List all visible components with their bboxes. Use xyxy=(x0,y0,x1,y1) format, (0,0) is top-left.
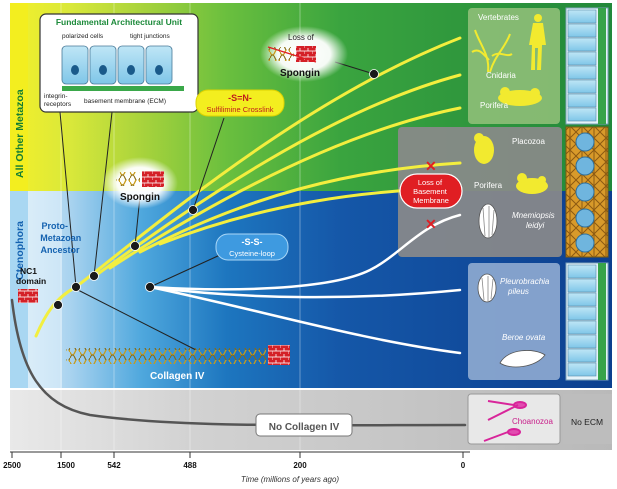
label-porifera-top: Porifera xyxy=(480,101,509,110)
node-loss-spongin xyxy=(369,69,379,79)
svg-text:NC1 domain: NC1 domain xyxy=(16,266,46,286)
branch-mnemiopsis xyxy=(148,213,462,291)
mesoglea-strip xyxy=(565,126,609,258)
label-pleurobrachia: Pleurobrachia pileus xyxy=(500,277,552,296)
porifera-silhouette-mid xyxy=(516,173,548,194)
tick-542: 542 xyxy=(107,461,121,470)
label-beroe: Beroe ovata xyxy=(502,333,546,342)
no-collagen-iv: No Collagen IV xyxy=(255,413,353,437)
tick-1500: 1500 xyxy=(57,461,75,470)
loss-x-mark-1: ✕ xyxy=(425,158,437,174)
branch-beroe xyxy=(148,285,462,355)
no-ecm-label: No ECM xyxy=(571,417,603,427)
choanozoa-panel xyxy=(467,393,561,445)
loss-x-mark-2: ✕ xyxy=(425,216,437,232)
proto-metazoan-stem xyxy=(34,285,78,338)
branch-vertebrates xyxy=(74,36,462,289)
no-ecm-box xyxy=(563,394,612,444)
epithelium-strip-bottom xyxy=(565,262,609,381)
cnidaria-silhouette xyxy=(471,29,513,73)
svg-text:Loss of Basement M: Loss of Basement Membrane xyxy=(413,178,449,205)
spongin-mid-label: Spongin xyxy=(120,192,160,203)
tick-488: 488 xyxy=(183,461,197,470)
bm-loss-panel xyxy=(398,127,562,257)
tick-200: 200 xyxy=(293,461,307,470)
spongin-mid: Spongin xyxy=(102,157,178,209)
collagen-label: Collagen IV xyxy=(150,371,205,382)
branch-porifera-top xyxy=(108,106,462,270)
node-disulfide xyxy=(145,282,155,292)
sidebar-other-metazoa-label: All Other Metazoa xyxy=(14,89,26,178)
axis-label: Time (millions of years ago) xyxy=(241,475,340,484)
loss-basement-membrane: Loss of Basement Membrane ✕ ✕ xyxy=(399,158,463,232)
porifera-silhouette-top xyxy=(498,87,542,106)
sidebar-other-metazoa xyxy=(10,3,28,191)
pleurobrachia-silhouette xyxy=(477,273,497,303)
fau-bm-label: basement membrane (ECM) xyxy=(84,98,166,105)
fau-title: Fundamental Architectural Unit xyxy=(56,17,182,27)
fau-inset: Fundamental Architectural Unit polarized… xyxy=(39,13,199,113)
node-nc1 xyxy=(53,300,63,310)
svg-text:Proto- Metazoan An: Proto- Metazoan Ancestor xyxy=(40,221,84,255)
disulfide-name: Cysteine-loop xyxy=(229,249,275,258)
label-cnidaria: Cnidaria xyxy=(486,71,516,80)
proto-ancestor-label: Proto- Metazoan Ancestor xyxy=(40,221,84,255)
nc1-domain: NC1 domain xyxy=(16,266,46,303)
tick-0: 0 xyxy=(461,461,466,470)
spongin-top-label: Spongin xyxy=(280,68,320,79)
branch-placozoa xyxy=(138,161,462,254)
label-choanozoa: Choanozoa xyxy=(512,417,553,426)
node-collagen xyxy=(89,271,99,281)
no-collagen-label: No Collagen IV xyxy=(269,422,340,433)
branch-pleurobrachia xyxy=(148,285,462,299)
epithelium-strip-top xyxy=(565,7,609,125)
sulfilimine-bond: -S=N- xyxy=(228,93,252,103)
sulfilimine-crosslink: -S=N- Sulfilimine Crosslink xyxy=(195,89,285,117)
loss-of-spongin: Loss of Spongin xyxy=(260,26,348,82)
node-proto xyxy=(71,282,81,292)
vertebrate-silhouette xyxy=(529,14,546,70)
placozoa-silhouette xyxy=(474,133,494,164)
sidebar-ctenophora-label: Ctenophora xyxy=(14,221,26,280)
sulfilimine-name: Sulfilimine Crosslink xyxy=(206,105,273,114)
fau-tight-label: tight junctions xyxy=(130,33,170,40)
tick-2500: 2500 xyxy=(3,461,21,470)
node-sulfilimine xyxy=(188,205,198,215)
disulfide-bond: -S-S- xyxy=(242,237,263,247)
label-mnemiopsis: Mnemiopsis leidyi xyxy=(512,211,557,230)
fau-polarized-label: polarized cells xyxy=(62,33,104,40)
mnemiopsis-silhouette xyxy=(478,203,498,239)
label-placozoa: Placozoa xyxy=(512,137,545,146)
node-spongin xyxy=(130,241,140,251)
fau-integrin-label: integrin- receptors xyxy=(44,93,72,108)
label-porifera-mid: Porifera xyxy=(474,181,503,190)
label-vertebrates: Vertebrates xyxy=(478,13,519,22)
collagen-iv: Collagen IV xyxy=(66,345,290,382)
no-collagen-lineage xyxy=(10,298,467,427)
beroe-silhouette xyxy=(499,350,546,368)
loss-spongin-text: Loss of xyxy=(288,33,315,42)
choanozoa-silhouette xyxy=(483,400,527,442)
time-axis: 2500 1500 542 488 200 0 Time (millions o… xyxy=(3,451,470,484)
cysteine-loop: -S-S- Cysteine-loop xyxy=(215,233,289,261)
